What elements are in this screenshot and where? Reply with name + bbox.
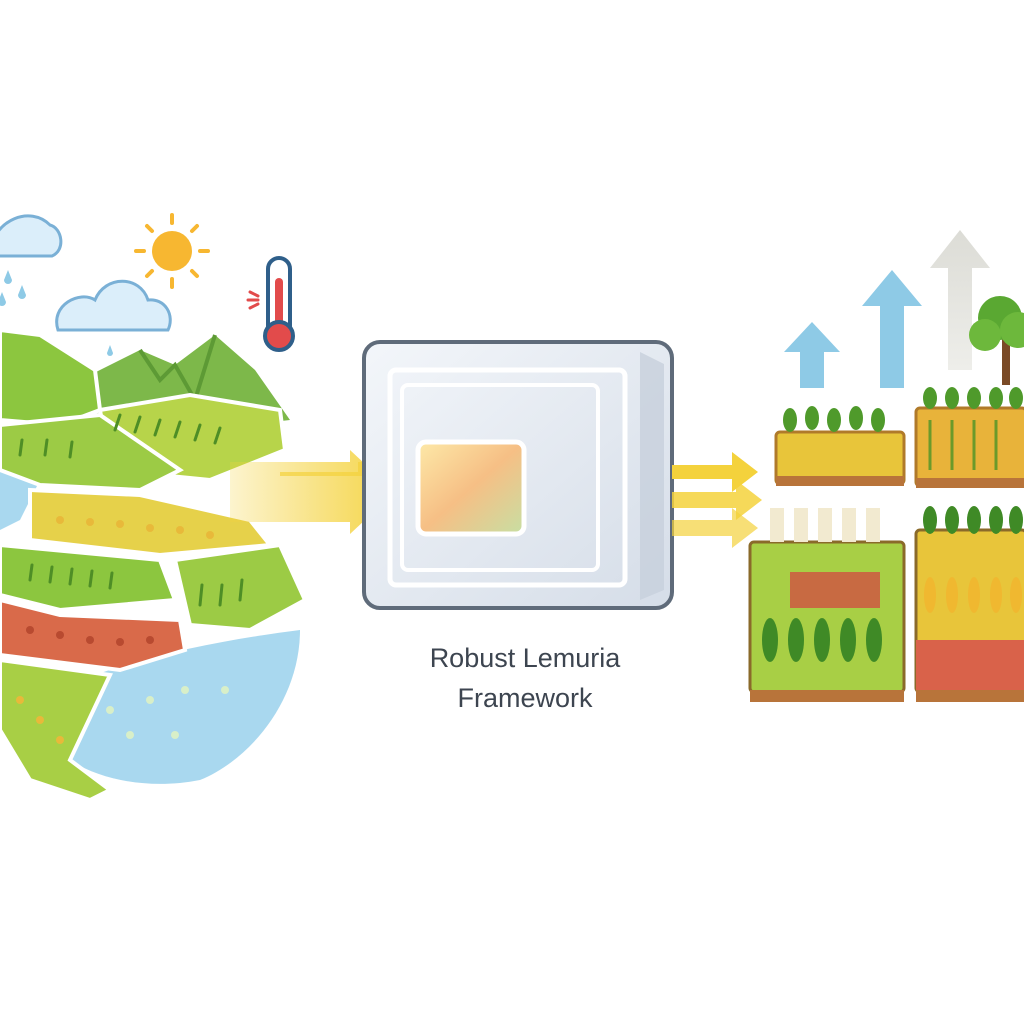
field-plot-3 (0, 412, 184, 493)
tree-icon (969, 296, 1024, 385)
output-arrows (672, 452, 762, 548)
crop-plot-top-right (914, 387, 1024, 488)
framework-box (362, 340, 674, 610)
field-plot-7 (0, 657, 114, 803)
framework-label: Robust Lemuria Framework (360, 638, 690, 718)
framework-label-line-2: Framework (457, 683, 593, 713)
up-arrow-icon (862, 270, 922, 388)
thermometer-icon (246, 256, 295, 352)
crop-plot-bottom-left (748, 508, 906, 702)
framework-label-line-1: Robust Lemuria (429, 643, 621, 673)
field-plot-soil (0, 597, 188, 673)
river (0, 470, 40, 530)
crop-plot-bottom-right (914, 506, 1024, 702)
cloud-icon (55, 279, 172, 356)
field-plot-5 (0, 542, 178, 613)
rain-cloud-icon (0, 214, 63, 306)
up-arrow-icon (930, 230, 990, 370)
farmland-landscape (0, 327, 308, 803)
field-plot-1 (0, 327, 103, 428)
up-arrow-icon (784, 322, 840, 388)
crop-plot-top-left (774, 406, 906, 486)
input-arrows (230, 450, 395, 534)
sun-icon (134, 213, 210, 289)
framework-core (415, 439, 527, 537)
growth-arrows (784, 230, 990, 388)
